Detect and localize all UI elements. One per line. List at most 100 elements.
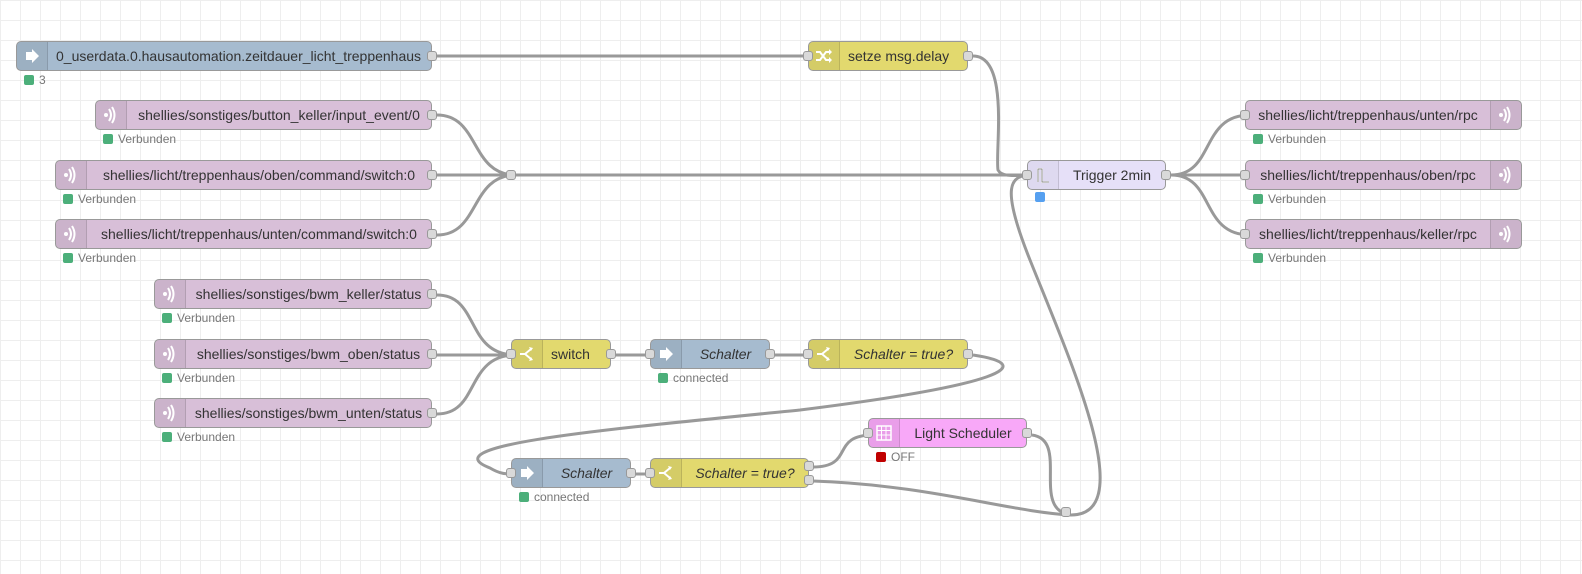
node-label: shellies/licht/treppenhaus/unten/command… [101,226,417,242]
mqtt-icon [56,220,87,248]
schalter-true-node-1[interactable]: Schalter = true? [803,339,973,369]
output-port[interactable] [427,349,437,359]
status-dot [876,452,886,462]
status-text: Verbunden [177,371,236,385]
junction-node-2[interactable] [1061,507,1071,517]
status-dot [1035,192,1045,202]
wire-junction2-trigger [1009,173,1102,517]
input-port[interactable] [645,349,655,359]
node-status: OFF [876,450,915,464]
mqtt-in-button-keller-node[interactable]: shellies/sonstiges/button_keller/input_e… [95,100,437,130]
node-status: Verbunden [162,371,235,385]
status-text: connected [534,490,590,504]
mqtt-in-oben-command-node[interactable]: shellies/licht/treppenhaus/oben/command/… [55,160,437,190]
node-status: Verbunden [162,430,235,444]
input-port[interactable] [1240,229,1250,239]
schalter-node-2[interactable]: Schalter [506,458,636,488]
node-label: Schalter = true? [695,465,795,481]
status-text: Verbunden [78,251,137,265]
output-port[interactable] [427,51,437,61]
status-text: Verbunden [78,192,137,206]
mqtt-icon [155,280,186,308]
mqtt-icon [1490,161,1521,189]
node-label: shellies/sonstiges/button_keller/input_e… [138,107,420,123]
input-port[interactable] [645,468,655,478]
wire-trigger-outunten [1170,113,1251,177]
arrow-right-icon [651,340,682,368]
node-label: shellies/sonstiges/bwm_unten/status [194,405,423,421]
trigger-icon [1028,161,1059,189]
junction-node[interactable] [506,170,516,180]
input-port[interactable] [1240,110,1250,120]
mqtt-out-keller-rpc-node[interactable]: shellies/licht/treppenhaus/keller/rpc [1240,219,1522,249]
status-text: Verbunden [177,311,236,325]
output-port[interactable] [427,229,437,239]
input-port[interactable] [506,349,516,359]
status-dot [103,134,113,144]
output-port[interactable] [427,408,437,418]
node-status: Verbunden [1253,132,1326,146]
switch-node[interactable]: switch [506,339,616,369]
output-port[interactable] [427,170,437,180]
node-label: Schalter = true? [853,346,954,362]
output-port-2[interactable] [804,475,814,485]
mqtt-in-bwm-oben-node[interactable]: shellies/sonstiges/bwm_oben/status [154,339,437,369]
output-port[interactable] [606,349,616,359]
node-status: Verbunden [162,311,235,325]
switch-icon [512,340,543,368]
node-status: 3 [24,73,46,87]
node-label: Light Scheduler [914,425,1012,441]
mqtt-icon [96,101,127,129]
node-status: connected [658,371,728,385]
status-dot [162,432,172,442]
light-scheduler-node[interactable]: Light Scheduler [863,418,1032,448]
node-label: shellies/sonstiges/bwm_keller/status [195,286,422,302]
mqtt-in-unten-command-node[interactable]: shellies/licht/treppenhaus/unten/command… [55,219,437,249]
wire-trigger-outkeller [1170,173,1251,237]
output-port-1[interactable] [804,461,814,471]
status-text: connected [673,371,729,385]
wire-button-junction [436,113,517,177]
status-dot [1253,253,1263,263]
wire-true1-schalter2 [476,353,1005,476]
output-port[interactable] [963,349,973,359]
mqtt-in-bwm-keller-node[interactable]: shellies/sonstiges/bwm_keller/status [154,279,437,309]
node-status: Verbunden [103,132,176,146]
wire-bwmkeller-switch [436,293,517,357]
trigger-node[interactable]: Trigger 2min [1022,160,1171,190]
mqtt-in-bwm-unten-node[interactable]: shellies/sonstiges/bwm_unten/status [154,398,437,428]
schalter-true-node-2[interactable]: Schalter = true? [645,458,814,488]
node-label: shellies/sonstiges/bwm_oben/status [196,346,421,362]
wire-scheduler-junction2 [1031,433,1072,517]
output-port[interactable] [427,289,437,299]
schalter-node-1[interactable]: Schalter [645,339,775,369]
node-label: shellies/licht/treppenhaus/oben/rpc [1260,167,1476,183]
mqtt-out-unten-rpc-node[interactable]: shellies/licht/treppenhaus/unten/rpc [1240,100,1522,130]
node-label: setze msg.delay [848,48,950,64]
input-port[interactable] [803,349,813,359]
output-port[interactable] [1022,428,1032,438]
mqtt-out-oben-rpc-node[interactable]: shellies/licht/treppenhaus/oben/rpc [1240,160,1522,190]
output-port[interactable] [427,110,437,120]
output-port[interactable] [963,51,973,61]
input-port[interactable] [1022,170,1032,180]
switch-icon [809,340,840,368]
node-status: Verbunden [63,251,136,265]
input-port[interactable] [506,468,516,478]
switch-icon [651,459,682,487]
input-port[interactable] [803,51,813,61]
node-label: Trigger 2min [1072,167,1152,183]
setze-delay-node[interactable]: setze msg.delay [803,41,973,71]
wire-true2-scheduler [812,433,874,469]
output-port[interactable] [626,468,636,478]
input-port[interactable] [863,428,873,438]
arrow-right-icon [512,459,543,487]
status-text: Verbunden [1268,251,1327,265]
output-port[interactable] [1161,170,1171,180]
input-port[interactable] [1240,170,1250,180]
userdata-inject-node[interactable]: 0_userdata.0.hausautomation.zeitdauer_li… [16,41,437,71]
node-status: connected [519,490,589,504]
mqtt-icon [1490,220,1521,248]
output-port[interactable] [765,349,775,359]
